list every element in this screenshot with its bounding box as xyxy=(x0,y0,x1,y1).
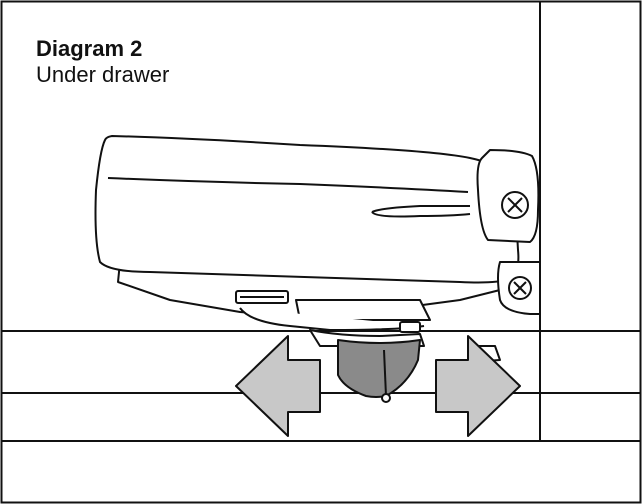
diagram-subtitle: Under drawer xyxy=(36,62,170,87)
diagram-title: Diagram 2 xyxy=(36,36,143,61)
arrow-left-icon xyxy=(235,335,321,437)
diagram-caption: Diagram 2 Under drawer xyxy=(36,36,169,88)
arrow-right-icon xyxy=(435,335,521,437)
drawer-body xyxy=(94,135,541,363)
lever-tip xyxy=(381,393,391,403)
release-lever xyxy=(337,339,421,398)
lever-notch xyxy=(383,349,387,397)
